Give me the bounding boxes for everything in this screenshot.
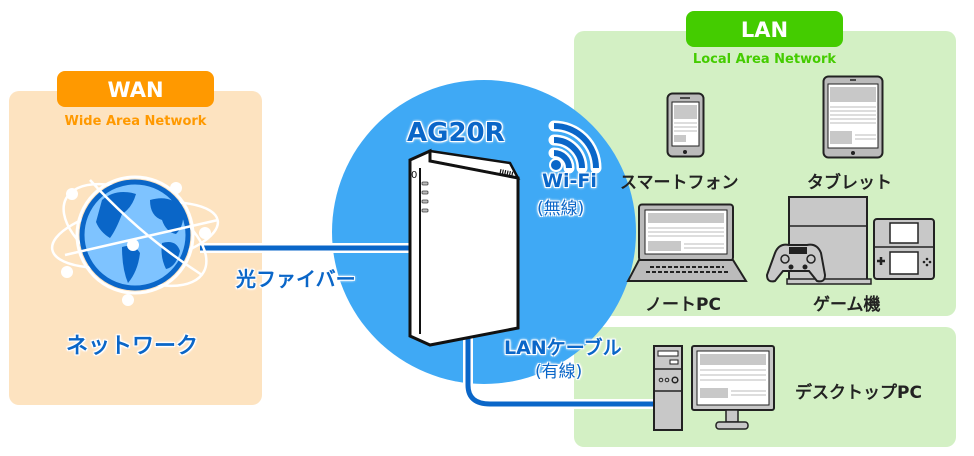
tablet-icon: [822, 75, 884, 159]
wifi-sub-label: (無線): [537, 199, 585, 219]
globe-node: [170, 182, 182, 194]
lan-cable-sub-label: (有線): [535, 362, 583, 382]
smartphone-icon: [666, 92, 705, 158]
svg-text:0: 0: [411, 170, 417, 181]
desktop-pc-label: デスクトップPC: [795, 383, 922, 403]
network-label: ネットワーク: [66, 334, 199, 359]
wan-badge: WAN: [57, 71, 214, 107]
smartphone-label: スマートフォン: [620, 173, 739, 193]
globe-node: [127, 239, 139, 251]
game-controller-icon: [765, 243, 827, 283]
globe-node: [199, 227, 211, 239]
lan-cable-label: LANケーブル: [504, 337, 622, 359]
laptop-icon: [626, 203, 748, 282]
router-model: AG20R: [407, 118, 505, 148]
wifi-icon: [548, 120, 602, 174]
router-icon: 0: [408, 148, 521, 347]
lan-subtitle: Local Area Network: [692, 52, 837, 67]
game-console-icon: [765, 196, 935, 285]
game-console-label: ゲーム機: [813, 295, 881, 315]
tablet-label: タブレット: [807, 173, 892, 193]
laptop-label: ノートPC: [645, 295, 721, 315]
fiber-label: 光ファイバー: [236, 267, 356, 291]
handheld-console-icon: [873, 218, 935, 280]
globe-node: [66, 188, 78, 200]
globe-node: [61, 266, 73, 278]
wan-subtitle: Wide Area Network: [64, 114, 207, 129]
lan-badge: LAN: [686, 11, 843, 47]
globe-node: [122, 294, 134, 306]
globe-icon: [50, 175, 220, 306]
desktop-pc-icon: [653, 345, 775, 431]
wifi-label: Wi-Fi: [542, 170, 597, 192]
